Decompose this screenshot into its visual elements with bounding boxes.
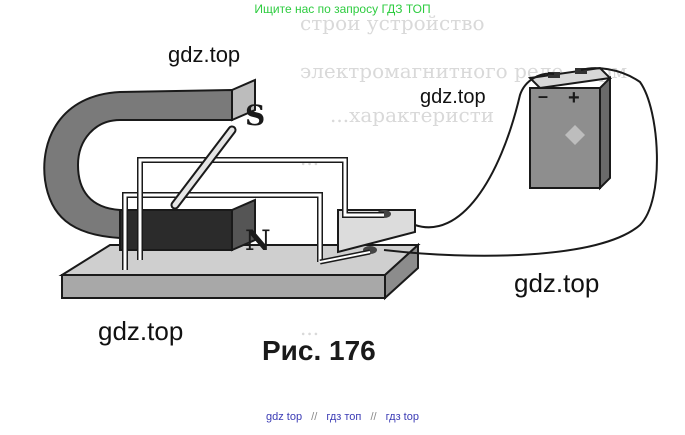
wire-frame: [122, 157, 384, 270]
svg-text:...характеристи: ...характеристи: [330, 103, 494, 127]
watermark-4: gdz.top: [98, 316, 184, 346]
watermark-2: gdz.top: [420, 86, 486, 108]
svg-text:строи устройство: строи устройство: [300, 11, 485, 35]
pole-s-label: S: [245, 99, 265, 132]
footer-links: gdz top // гдз топ // гдз top: [0, 411, 685, 423]
watermark-1: gdz.top: [168, 42, 241, 67]
search-banner: Ищите нас по запросу ГДЗ ТОП: [254, 2, 431, 16]
footer-link-3[interactable]: гдз top: [385, 411, 419, 423]
footer-separator-1: //: [311, 411, 318, 423]
pole-n-label: N: [245, 224, 271, 257]
terminal-block: [337, 209, 416, 254]
battery-plus-label: +: [568, 87, 580, 109]
footer-link-1[interactable]: gdz top: [266, 411, 303, 423]
figure-caption: Рис. 176: [262, 335, 376, 366]
horseshoe-magnet: [43, 78, 256, 252]
battery-minus-label: –: [538, 86, 548, 106]
footer-separator-2: //: [370, 411, 377, 423]
watermark-3: gdz.top: [514, 268, 600, 298]
base-board: [58, 242, 421, 301]
svg-text:...: ...: [300, 316, 319, 340]
swing-rod: [170, 125, 237, 210]
battery: [527, 66, 613, 191]
footer-link-2[interactable]: гдз топ: [326, 411, 362, 423]
battery-wires: [383, 67, 658, 257]
